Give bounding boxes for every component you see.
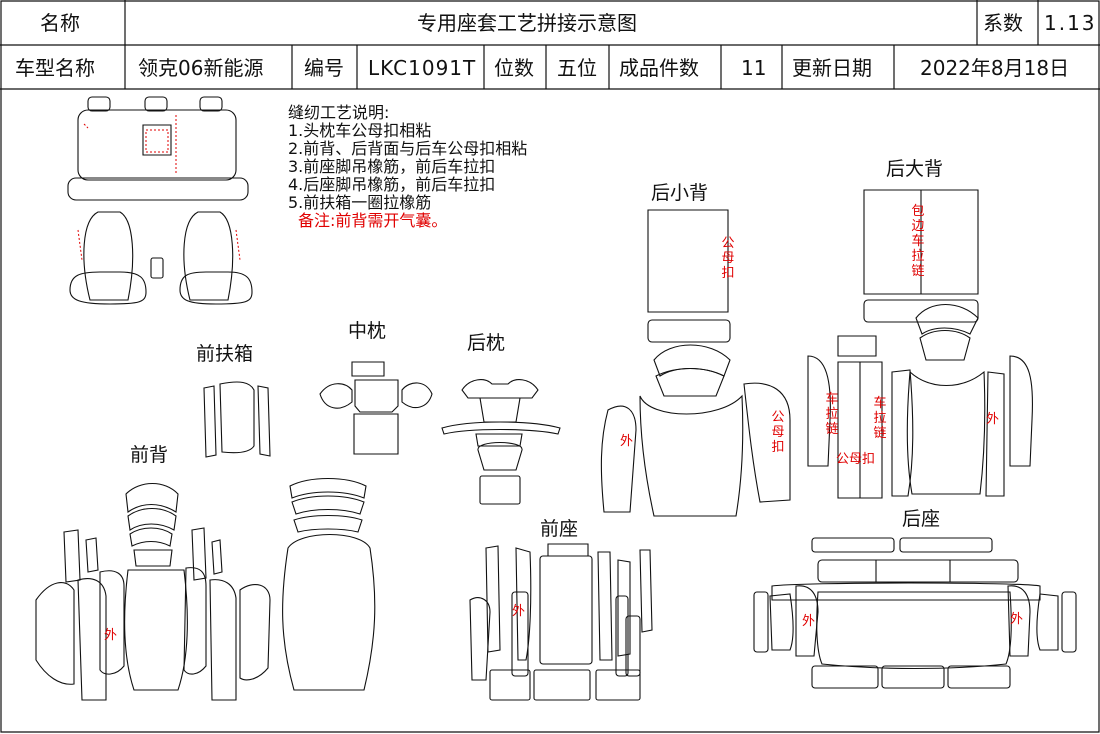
- front-armrest-pieces: [204, 382, 270, 457]
- mark-outer: 外: [104, 628, 118, 643]
- rear-small-back-pieces: [601, 210, 790, 516]
- mark-edge-zip: 包边车拉链: [911, 204, 925, 279]
- middle-pillow-pieces: [320, 362, 432, 454]
- mark-outer: 外: [620, 434, 634, 449]
- notes-remark: 备注:前背需开气囊。: [298, 211, 448, 230]
- rear-big-back-pieces: [808, 190, 1032, 498]
- front-back-pieces: [36, 484, 270, 701]
- label-middle-pillow: 中枕: [348, 320, 387, 342]
- mark-snap-vertical: 公母扣: [721, 236, 735, 281]
- mark-snap-vertical: 公母扣: [771, 410, 785, 455]
- label-rear-big-back: 后大背: [886, 158, 944, 180]
- label-rear-pillow: 后枕: [467, 332, 506, 354]
- label-rear-seat: 后座: [902, 508, 941, 530]
- note-item: 1.头枕车公母扣相粘: [288, 121, 432, 140]
- mark-outer: 外: [986, 412, 1000, 427]
- name-label: 名称: [40, 11, 80, 35]
- model-value: 领克06新能源: [138, 56, 264, 80]
- seats-value: 五位: [557, 56, 597, 80]
- seats-label: 位数: [494, 56, 534, 80]
- date-value: 2022年8月18日: [920, 56, 1070, 80]
- seat-overview: [68, 97, 252, 304]
- label-rear-small-back: 后小背: [651, 182, 709, 204]
- rear-seat-pieces: [754, 538, 1076, 688]
- front-seat-pieces: [283, 479, 652, 701]
- label-front-seat: 前座: [540, 518, 579, 540]
- mark-snap-horizontal: 公母扣: [836, 452, 876, 467]
- code-value: LKC1091T: [368, 56, 477, 80]
- notes-title: 缝纫工艺说明:: [288, 103, 390, 122]
- note-item: 5.前扶箱一圈拉橡筋: [288, 193, 432, 212]
- coef-value: 1.13: [1044, 11, 1097, 35]
- mark-outer: 外: [1010, 612, 1024, 627]
- model-label: 车型名称: [15, 56, 95, 80]
- mark-zip: 车拉链: [873, 396, 887, 441]
- note-item: 2.前背、后背面与后车公母扣相粘: [288, 139, 528, 158]
- mark-zip: 车拉链: [825, 392, 839, 437]
- note-item: 4.后座脚吊橡筋，前后车拉扣: [288, 175, 496, 194]
- label-front-armrest: 前扶箱: [196, 343, 254, 365]
- code-label: 编号: [304, 56, 344, 80]
- label-front-back: 前背: [130, 444, 169, 466]
- date-label: 更新日期: [792, 56, 872, 80]
- coef-label: 系数: [983, 11, 1023, 35]
- pieces-value: 11: [741, 56, 767, 80]
- mark-outer: 外: [512, 604, 526, 619]
- mark-outer: 外: [802, 614, 816, 629]
- pieces-label: 成品件数: [619, 56, 699, 80]
- sewing-notes: 缝纫工艺说明: 1.头枕车公母扣相粘 2.前背、后背面与后车公母扣相粘 3.前座…: [288, 104, 527, 230]
- note-item: 3.前座脚吊橡筋，前后车拉扣: [288, 157, 496, 176]
- sheet-title: 专用座套工艺拼接示意图: [417, 11, 637, 35]
- rear-pillow-pieces: [442, 380, 560, 504]
